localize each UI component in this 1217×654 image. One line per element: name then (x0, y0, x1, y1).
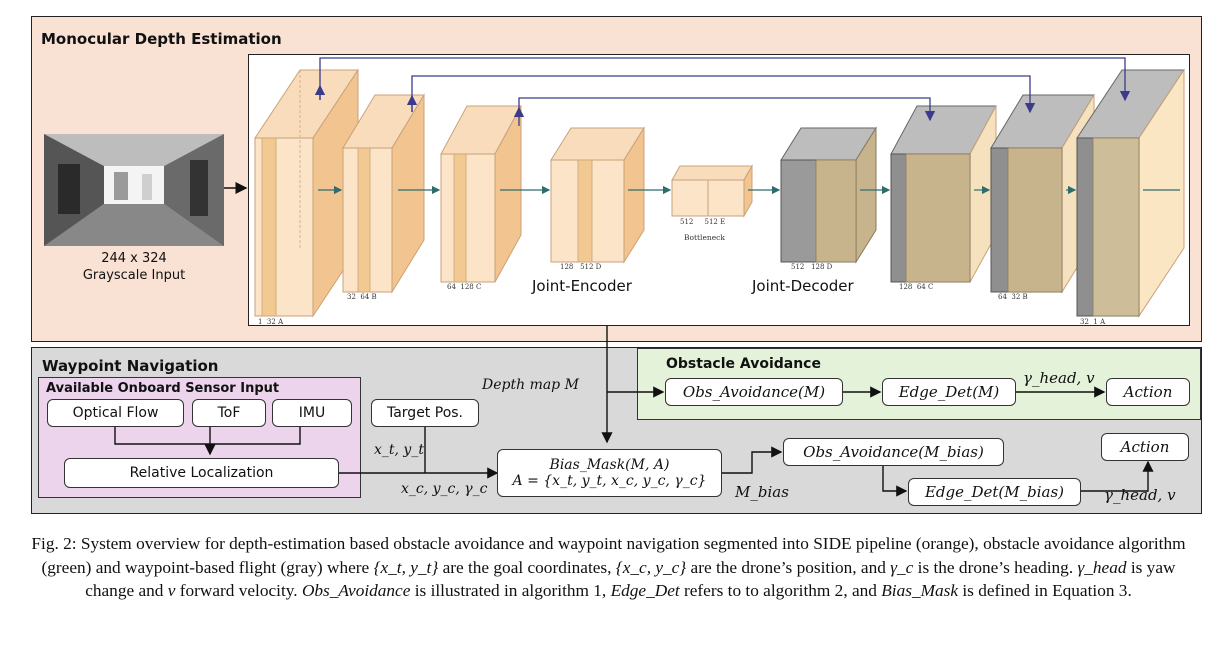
tof-box: ToF (192, 399, 266, 427)
grayscale-input-image (44, 134, 224, 246)
bias-mask-line1: Bias_Mask(M, A) (549, 457, 670, 473)
input-type-label: Grayscale Input (82, 268, 186, 283)
dim-enc-b: 32 64 B (347, 293, 377, 301)
gamma-v-top-label: γ_head, v (1023, 369, 1095, 387)
dim-dec-a: 32 1 A (1080, 318, 1106, 326)
bias-mask-line2: A = {x_t, y_t, x_c, y_c, γ_c} (512, 473, 707, 489)
xt-yt-label: x_t, y_t (374, 442, 424, 458)
action-top-box: Action (1106, 378, 1190, 406)
dim-bottleneck: 512 512 E (680, 218, 726, 226)
bottleneck-block (671, 164, 753, 218)
joint-encoder-label: Joint-Encoder (532, 277, 632, 295)
dim-enc-a: 1 32 A (258, 318, 284, 326)
xc-yc-gc-label: x_c, y_c, γ_c (401, 481, 488, 497)
gamma-v-bottom-label: γ_head, v (1104, 486, 1176, 504)
dim-dec-c: 128 64 C (899, 283, 934, 291)
network-diagram (224, 57, 1185, 318)
obs-avoidance-bias-box: Obs_Avoidance(M_bias) (783, 438, 1004, 466)
input-size-label: 244 x 324 (101, 251, 167, 266)
connector-lines (114, 326, 1154, 497)
dim-dec-b: 64 32 B (998, 293, 1028, 301)
encoder-block-b (342, 93, 425, 294)
mde-title: Monocular Depth Estimation (41, 30, 282, 48)
depth-map-label: Depth map M (482, 377, 579, 393)
bias-mask-box: Bias_Mask(M, A) A = {x_t, y_t, x_c, y_c,… (497, 449, 722, 497)
action-bottom-box: Action (1101, 433, 1189, 461)
dim-enc-d: 128 512 D (560, 263, 602, 271)
m-bias-label: M_bias (735, 483, 789, 501)
encoder-block-c (440, 105, 522, 283)
edge-det-box: Edge_Det(M) (882, 378, 1016, 406)
figure-caption: Fig. 2: System overview for depth-estima… (31, 534, 1186, 600)
relative-localization-box: Relative Localization (64, 458, 339, 488)
target-pos-box: Target Pos. (371, 399, 479, 427)
decoder-block-d (780, 126, 877, 264)
sensor-title: Available Onboard Sensor Input (46, 381, 280, 396)
obstacle-title: Obstacle Avoidance (666, 356, 821, 372)
encoder-block-d (550, 126, 645, 264)
optical-flow-box: Optical Flow (47, 399, 184, 427)
imu-box: IMU (272, 399, 352, 427)
edge-det-bias-box: Edge_Det(M_bias) (908, 478, 1081, 506)
bottleneck-label: Bottleneck (684, 233, 725, 242)
dim-dec-d: 512 128 D (791, 263, 833, 271)
joint-decoder-label: Joint-Decoder (752, 277, 854, 295)
obs-avoidance-box: Obs_Avoidance(M) (665, 378, 843, 406)
decoder-block-a (1076, 68, 1185, 318)
dim-enc-c: 64 128 C (447, 283, 482, 291)
waypoint-title: Waypoint Navigation (42, 357, 219, 375)
